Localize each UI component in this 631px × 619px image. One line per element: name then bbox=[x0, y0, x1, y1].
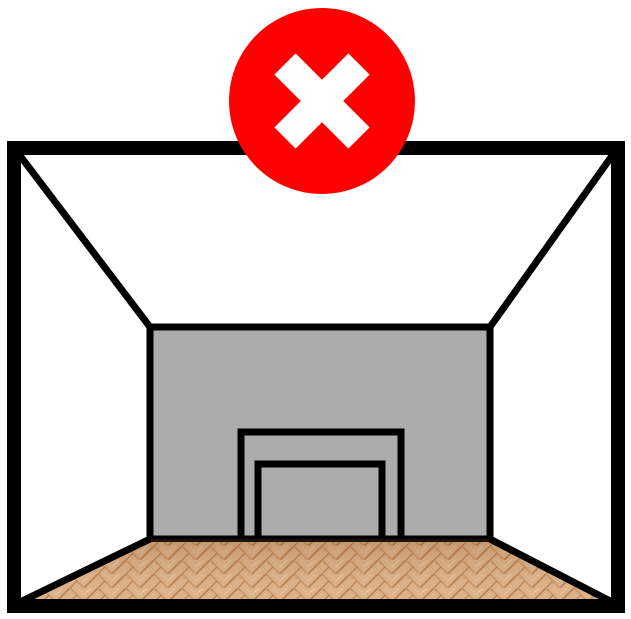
reject-x-icon bbox=[229, 8, 415, 194]
